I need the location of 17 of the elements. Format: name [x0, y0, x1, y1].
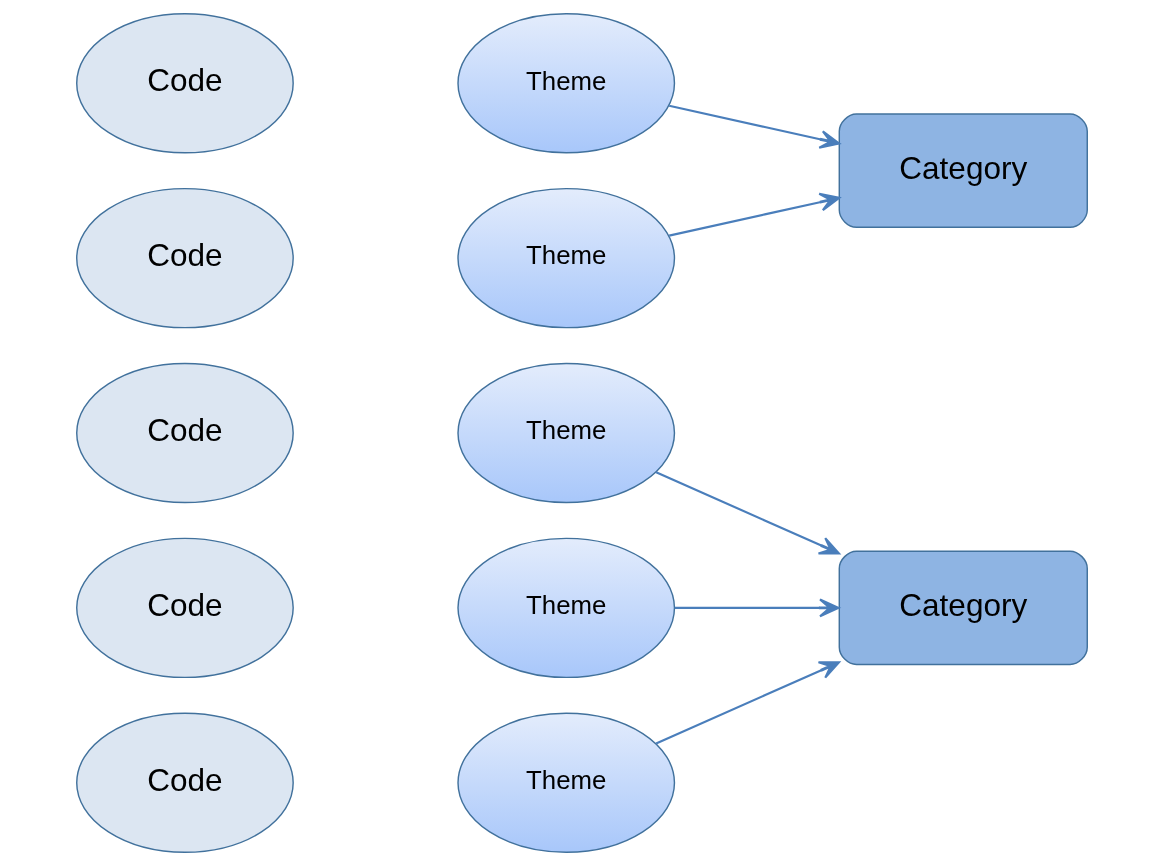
arrow: [668, 192, 841, 237]
node-ellipse: Theme: [457, 537, 676, 679]
arrow: [668, 104, 841, 149]
arrow: [655, 471, 840, 555]
node-ellipse: Code: [76, 537, 294, 679]
arrow: [655, 661, 840, 745]
arrow: [674, 598, 840, 618]
node-ellipse: Code: [76, 13, 294, 154]
node-ellipse: Code: [76, 362, 294, 504]
node-ellipse: Code: [76, 712, 294, 853]
node-ellipse: Theme: [457, 187, 676, 329]
node-ellipse: Theme: [457, 712, 676, 853]
node-ellipse: Theme: [457, 13, 676, 154]
node-ellipse: Code: [76, 187, 294, 329]
node-box: Category: [838, 113, 1088, 229]
node-ellipse: Theme: [457, 362, 676, 504]
node-box: Category: [838, 550, 1088, 666]
